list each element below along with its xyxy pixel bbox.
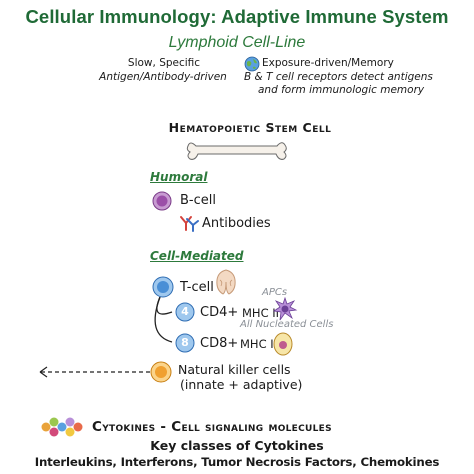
cd8-cell-icon bbox=[174, 333, 196, 353]
apc-dendritic-cell-icon bbox=[272, 296, 298, 322]
globe-icon bbox=[244, 56, 260, 72]
page-subtitle: Lymphoid Cell-Line bbox=[168, 34, 306, 51]
cd8-label: CD8+ bbox=[200, 336, 239, 351]
t-cell-icon bbox=[152, 276, 174, 298]
property-slow-specific: Slow, Specific bbox=[127, 57, 201, 69]
page-title: Cellular Immunology: Adaptive Immune Sys… bbox=[25, 6, 449, 27]
cytokines-heading: Cytokines - Cell signaling molecules bbox=[92, 419, 332, 435]
all-nucleated-label: All Nucleated Cells bbox=[240, 319, 334, 330]
nk-cells-sublabel: (innate + adaptive) bbox=[180, 377, 303, 392]
mhc2-label: MHC II bbox=[242, 306, 280, 320]
nucleated-cell-icon bbox=[272, 332, 294, 356]
bone-icon bbox=[186, 139, 288, 161]
b-cell-icon bbox=[152, 191, 172, 211]
cd4-badge: 4 bbox=[181, 305, 189, 318]
t-cell-label: T-cell bbox=[180, 280, 214, 295]
antibodies-label: Antibodies bbox=[202, 216, 271, 231]
nk-cell-icon bbox=[150, 361, 172, 383]
antibody-icon bbox=[176, 213, 200, 233]
cytokine-classes-list: Interleukins, Interferons, Tumor Necrosi… bbox=[34, 455, 440, 469]
apcs-label: APCs bbox=[262, 287, 288, 298]
cd4-cell-icon bbox=[174, 302, 196, 322]
nk-cells-label: Natural killer cells bbox=[178, 362, 291, 377]
cytokine-classes-heading: Key classes of Cytokines bbox=[150, 438, 324, 453]
property-memory: and form immunologic memory bbox=[258, 84, 425, 96]
stem-cell-label: Hematopoietic Stem Cell bbox=[168, 120, 332, 135]
property-antigen-driven: Antigen/Antibody-driven bbox=[99, 71, 227, 83]
cytokine-cluster-icon bbox=[40, 416, 86, 438]
humoral-heading: Humoral bbox=[150, 170, 208, 184]
cell-mediated-heading: Cell-Mediated bbox=[150, 249, 244, 263]
thymus-icon bbox=[214, 268, 238, 296]
mhc1-label: MHC I bbox=[240, 337, 274, 351]
b-cell-label: B-cell bbox=[180, 193, 216, 208]
property-receptors: B & T cell receptors detect antigens bbox=[244, 71, 433, 83]
property-exposure-memory: Exposure-driven/Memory bbox=[262, 57, 394, 69]
cd4-label: CD4+ bbox=[200, 305, 239, 320]
cd8-badge: 8 bbox=[181, 336, 189, 349]
